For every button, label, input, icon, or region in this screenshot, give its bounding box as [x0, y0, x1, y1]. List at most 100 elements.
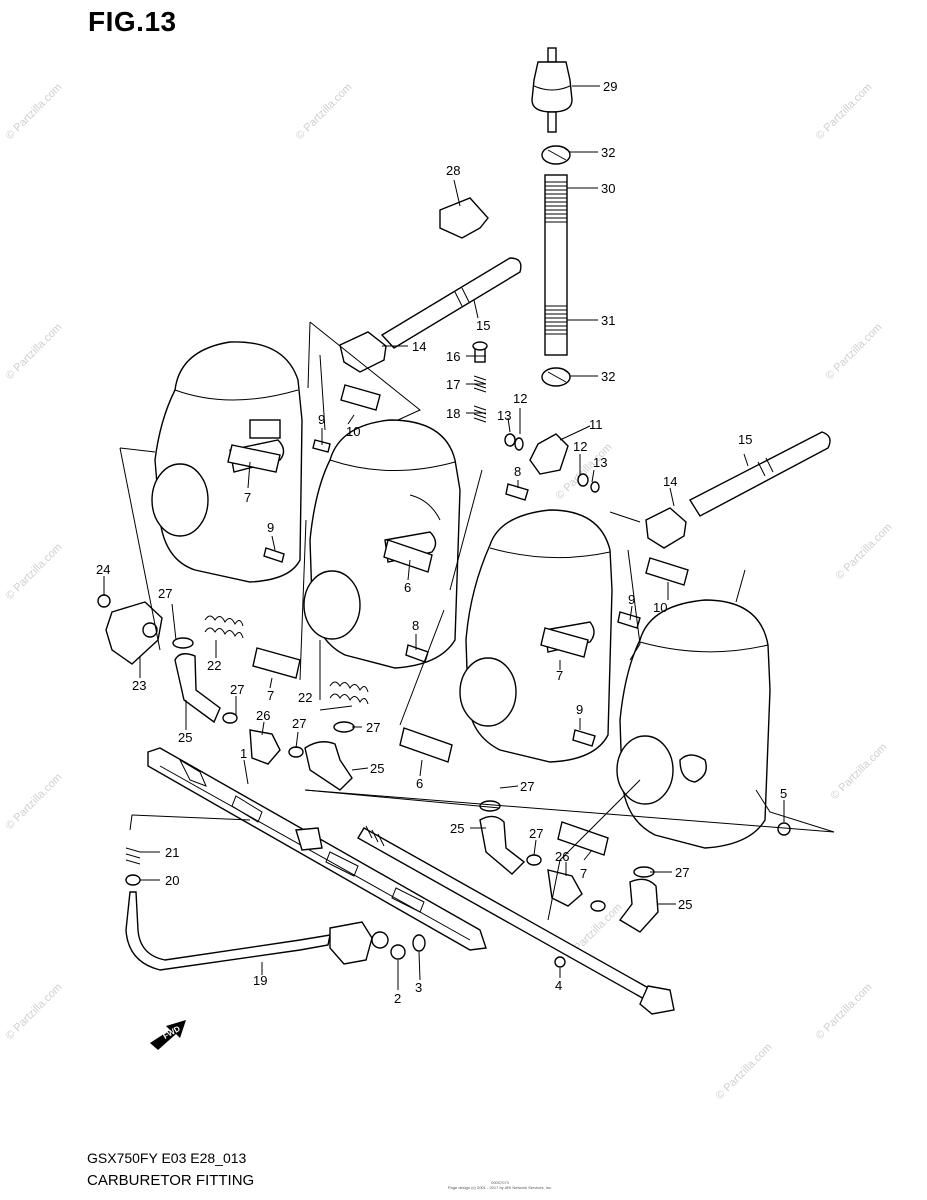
callout-number: 4	[555, 978, 562, 993]
callout-number: 27	[366, 720, 380, 735]
callout-number: 12	[513, 391, 527, 406]
callout-number: 6	[404, 580, 411, 595]
callout-number: 15	[738, 432, 752, 447]
screw-part	[390, 944, 406, 960]
callout-number: 17	[446, 377, 460, 392]
springs	[204, 615, 369, 705]
callout-number: 10	[346, 424, 360, 439]
copyright-line: Page design (c) 2001 - 2017 by ARI Netwo…	[447, 1185, 553, 1190]
callout-number: 13	[593, 455, 607, 470]
callout-number: 25	[678, 897, 692, 912]
watermark: © Partzilla.com	[814, 81, 875, 142]
callout-number: 21	[165, 845, 179, 860]
choke-cable	[125, 891, 389, 971]
callout-number: 25	[370, 761, 384, 776]
watermark: © Partzilla.com	[4, 771, 65, 832]
leader-lines	[103, 85, 785, 990]
callout-number: 15	[476, 318, 490, 333]
callout-number: 5	[780, 786, 787, 801]
callout-number: 25	[450, 821, 464, 836]
callout-number: 6	[416, 776, 423, 791]
callout-number: 9	[628, 592, 635, 607]
watermark: © Partzilla.com	[824, 321, 885, 382]
watermark: © Partzilla.com	[4, 541, 65, 602]
clip-part	[439, 197, 489, 239]
callout-number: 27	[230, 682, 244, 697]
callout-number: 25	[178, 730, 192, 745]
screw-spring-set	[472, 341, 488, 423]
callout-number: 7	[244, 490, 251, 505]
callout-number: 14	[412, 339, 426, 354]
callout-number: 10	[653, 600, 667, 615]
figure-title: FIG.13	[88, 6, 177, 37]
carburetor-3	[459, 509, 613, 763]
washer-part	[777, 822, 791, 836]
callout-number: 9	[318, 412, 325, 427]
callout-number: 2	[394, 991, 401, 1006]
callout-number: 9	[267, 520, 274, 535]
washer-part	[125, 874, 141, 886]
carburetor-1	[151, 341, 303, 583]
watermark: © Partzilla.com	[714, 1041, 775, 1102]
fwd-arrow-icon: FWD	[150, 1020, 186, 1050]
callout-number: 19	[253, 973, 267, 988]
drain-hoses	[174, 653, 659, 933]
throttle-position-sensor	[97, 594, 163, 665]
callout-number: 7	[556, 668, 563, 683]
callout-number: 27	[292, 716, 306, 731]
carburetor-bracket	[147, 747, 487, 951]
callout-number: 8	[514, 464, 521, 479]
callout-number: 24	[96, 562, 110, 577]
callout-number: 1	[240, 746, 247, 761]
callout-number: 12	[573, 439, 587, 454]
carburetor-4	[616, 599, 771, 849]
model-code: GSX750FY E03 E28_013	[87, 1150, 247, 1166]
callout-number: 7	[580, 866, 587, 881]
vent-tubes	[227, 384, 689, 856]
callout-number: 9	[576, 702, 583, 717]
fuel-tee-fitting	[504, 433, 600, 493]
callout-number: 22	[298, 690, 312, 705]
upper-fuel-hose	[339, 257, 522, 373]
callout-number: 30	[601, 181, 615, 196]
washer-part	[412, 934, 426, 952]
callout-number: 13	[497, 408, 511, 423]
callout-number: 32	[601, 369, 615, 384]
copyright-line: 00007073	[491, 1180, 509, 1185]
callout-labels: 29 32 30 31 32 28 15 14 16 17 18 13 12 1…	[96, 79, 787, 1006]
watermark: © Partzilla.com	[4, 321, 65, 382]
callout-number: 27	[529, 826, 543, 841]
callout-number: 22	[207, 658, 221, 673]
callout-number: 8	[412, 618, 419, 633]
figure-caption: CARBURETOR FITTING	[87, 1172, 255, 1189]
callout-number: 3	[415, 980, 422, 995]
tee-fitting	[249, 729, 281, 765]
watermark: © Partzilla.com	[814, 981, 875, 1042]
callout-number: 29	[603, 79, 617, 94]
copyright-notice: 00007073 Page design (c) 2001 - 2017 by …	[400, 1180, 600, 1190]
callout-number: 27	[520, 779, 534, 794]
fuel-filter-assembly	[531, 47, 573, 387]
callout-number: 32	[601, 145, 615, 160]
callout-number: 14	[663, 474, 677, 489]
callout-number: 31	[601, 313, 615, 328]
callout-number: 23	[132, 678, 146, 693]
callout-number: 11	[589, 417, 603, 432]
tee-fitting	[547, 869, 583, 907]
spring-part	[125, 847, 141, 865]
callout-number: 27	[158, 586, 172, 601]
callout-number: 26	[555, 849, 569, 864]
watermark: © Partzilla.com	[4, 81, 65, 142]
watermark: © Partzilla.com	[829, 741, 890, 802]
assembly-guide-lines	[119, 321, 835, 921]
throttle-shaft	[357, 825, 675, 1015]
watermark: © Partzilla.com	[834, 521, 895, 582]
callout-number: 7	[267, 688, 274, 703]
callout-number: 28	[446, 163, 460, 178]
callout-number: 16	[446, 349, 460, 364]
callout-number: 26	[256, 708, 270, 723]
callout-number: 18	[446, 406, 460, 421]
right-fuel-hose	[645, 431, 831, 549]
callout-number: 20	[165, 873, 179, 888]
